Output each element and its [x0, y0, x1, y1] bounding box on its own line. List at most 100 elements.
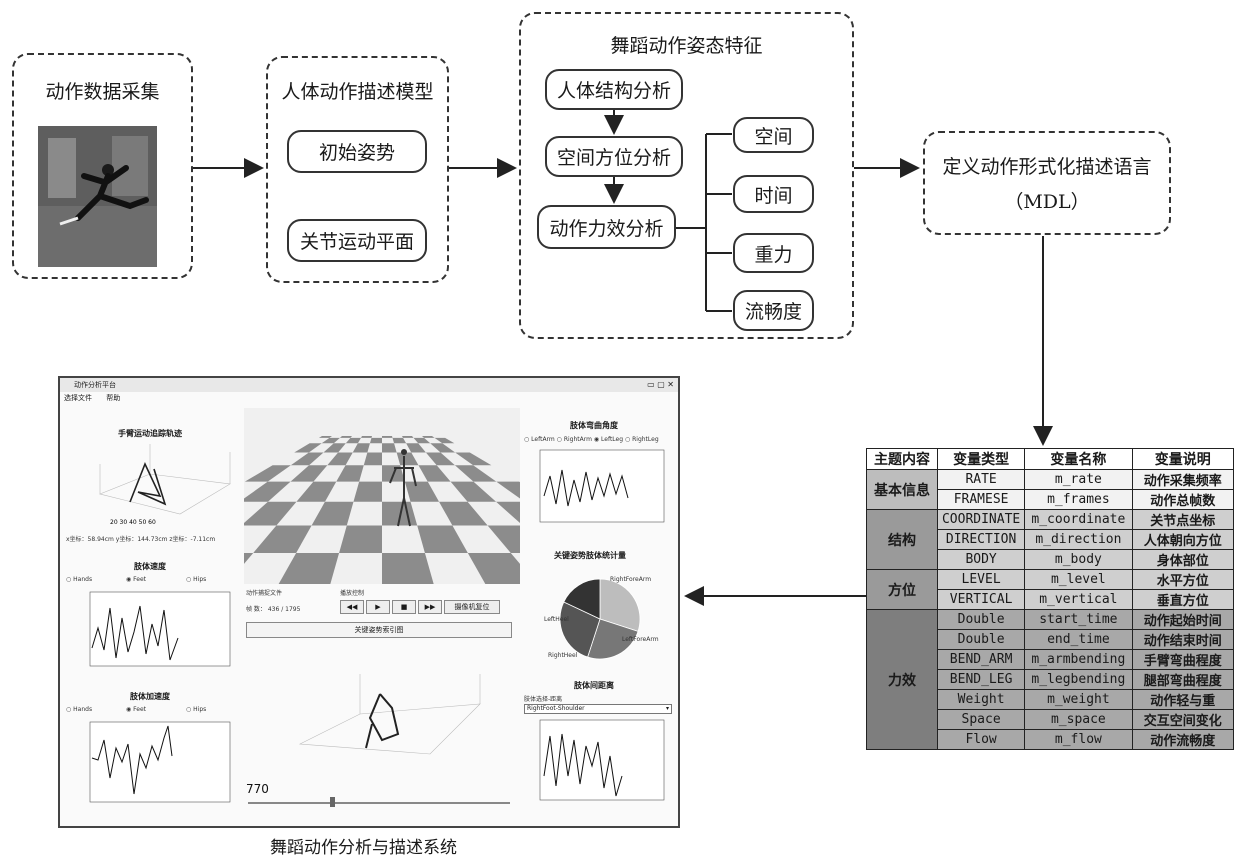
checker-tile — [294, 443, 322, 453]
table-cell-name: m_space — [1024, 709, 1133, 730]
velocity-radio-feet[interactable]: ◉ Feet — [126, 576, 147, 583]
checker-tile — [422, 436, 435, 438]
effort-time-box: 时间 — [733, 175, 814, 213]
table-cell-type: BEND_LEG — [936, 669, 1026, 690]
table-cell-desc: 腿部弯曲程度 — [1131, 669, 1234, 690]
table-cell-name: m_frames — [1024, 489, 1133, 510]
table-cell-name: end_time — [1024, 629, 1133, 650]
checker-tile — [244, 481, 291, 502]
forward-button[interactable]: ▶▶ — [418, 600, 442, 614]
camera-reset-button[interactable]: 摄像机复位 — [444, 600, 500, 614]
checker-tile — [253, 525, 312, 553]
checker-tile — [430, 443, 456, 453]
pie-label-right-heel: RightHeel — [548, 652, 578, 659]
menu-file[interactable]: 选择文件 — [64, 394, 92, 402]
checkerboard-3d-view — [244, 408, 520, 584]
window-title: 动作分析平台 — [60, 378, 678, 392]
play-control-label: 播放控制 — [340, 590, 365, 597]
checker-tile — [339, 436, 352, 438]
table-cell-type: Space — [936, 709, 1026, 730]
table-category: 方位 — [866, 569, 938, 610]
accel-plot — [89, 721, 231, 803]
checker-tile — [392, 437, 407, 444]
checker-tile — [352, 443, 370, 453]
checker-tile — [455, 452, 492, 466]
distance-select[interactable]: RightFoot-Shoulder▾ — [524, 704, 672, 714]
checker-tile — [418, 465, 451, 482]
keypose-index-button[interactable]: 关键姿势索引图 — [246, 622, 512, 638]
checker-tile — [369, 437, 382, 444]
table-cell-desc: 身体部位 — [1131, 549, 1234, 570]
table-cell-desc: 人体朝向方位 — [1131, 529, 1234, 550]
frame-slider-track[interactable] — [248, 802, 510, 804]
checker-tile — [244, 465, 291, 482]
distance-plot — [539, 719, 665, 801]
effort-flow-box: 流畅度 — [733, 290, 814, 331]
checker-tile — [290, 452, 324, 466]
hand-track-3d-plot: 20 30 40 50 60 — [99, 444, 231, 526]
play-button[interactable]: ▶ — [366, 600, 390, 614]
table-cell-type: BODY — [936, 549, 1026, 570]
svg-text:20 30 40 50 60: 20 30 40 50 60 — [110, 519, 156, 526]
checker-tile — [425, 452, 455, 466]
table-cell-name: m_level — [1024, 569, 1133, 590]
checker-tile — [382, 552, 434, 584]
velocity-radio-hands[interactable]: ○ Hands — [66, 576, 93, 583]
table-cell-desc: 动作总帧数 — [1131, 489, 1234, 510]
pie-slice — [563, 578, 601, 620]
window-controls-icon[interactable]: ▭ ▢ ✕ — [647, 380, 674, 389]
accel-radio-hands[interactable]: ○ Hands — [66, 706, 93, 713]
rewind-button[interactable]: ◀◀ — [340, 600, 364, 614]
orientation-analysis-box: 空间方位分析 — [545, 136, 683, 177]
menu-help[interactable]: 帮助 — [106, 394, 121, 402]
checker-tile — [290, 465, 328, 482]
body-model-box: 人体动作描述模型 — [266, 56, 449, 283]
pie-slice — [559, 601, 601, 658]
hand-track-title: 手臂运动追踪轨迹 — [118, 429, 182, 438]
table-cell-name: m_armbending — [1024, 649, 1133, 670]
initial-pose-box: 初始姿势 — [287, 130, 427, 173]
pie-label-right-forearm: RightForeArm — [610, 576, 652, 583]
table-cell-desc: 动作流畅度 — [1131, 729, 1234, 750]
stop-button[interactable]: ■ — [392, 600, 416, 614]
data-collection-title: 动作数据采集 — [45, 81, 160, 103]
checker-tile — [413, 437, 431, 444]
effort-analysis-box: 动作力效分析 — [537, 205, 676, 249]
pie-slice — [599, 578, 641, 632]
table-cell-name: m_coordinate — [1024, 509, 1133, 530]
checker-tile — [417, 525, 468, 553]
accel-radio-hips[interactable]: ○ Hips — [186, 706, 207, 713]
pie-title: 关键姿势肢体统计量 — [554, 551, 626, 560]
mdl-abbrev: （MDL） — [1004, 191, 1090, 213]
checker-tile — [439, 501, 488, 526]
checker-tile — [318, 436, 332, 438]
table-cell-type: VERTICAL — [936, 589, 1026, 610]
frame-slider-thumb[interactable] — [330, 797, 335, 807]
checker-tile — [339, 525, 382, 553]
velocity-radio-hips[interactable]: ○ Hips — [186, 576, 207, 583]
table-cell-name: start_time — [1024, 609, 1133, 630]
checker-tile — [467, 552, 520, 584]
table-cell-name: m_legbending — [1024, 669, 1133, 690]
checker-tile — [487, 525, 520, 553]
table-cell-desc: 关节点坐标 — [1131, 509, 1234, 530]
bend-angle-plot — [539, 449, 665, 523]
checker-tile — [382, 443, 397, 453]
accel-radio-feet[interactable]: ◉ Feet — [126, 706, 147, 713]
table-cell-type: LEVEL — [936, 569, 1026, 590]
table-category: 基本信息 — [866, 469, 938, 510]
bend-radio-group[interactable]: ○ LeftArm ○ RightArm ◉ LeftLeg ○ RightLe… — [524, 436, 659, 443]
table-cell-type: BEND_ARM — [936, 649, 1026, 670]
table-cell-type: DIRECTION — [936, 529, 1026, 550]
header-type: 变量类型 — [936, 448, 1026, 470]
mdl-title: 定义动作形式化描述语言 — [942, 156, 1152, 178]
